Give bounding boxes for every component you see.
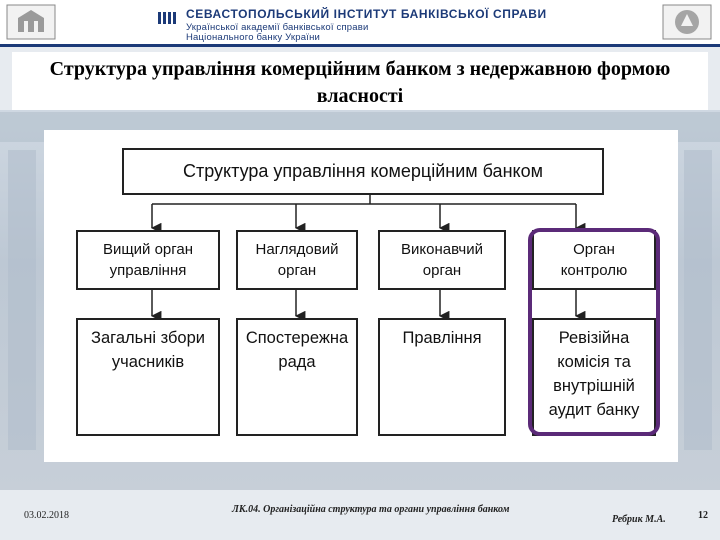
slide-title: Структура управління комерційним банком … — [49, 58, 671, 107]
footer-date: 03.02.2018 — [24, 510, 69, 521]
footer-page-number: 12 — [698, 510, 708, 521]
category-node-supreme: Вищий орган управління — [76, 230, 220, 290]
body-node-supervisory-board: Спостережна рада — [236, 318, 358, 436]
slide-header: СЕВАСТОПОЛЬСЬКИЙ ІНСТИТУТ БАНКІВСЬКОЇ СП… — [0, 0, 720, 44]
body-node-audit-commission: Ревізійна комісія та внутрішній аудит ба… — [532, 318, 656, 436]
category-node-supervisory: Наглядовий орган — [236, 230, 358, 290]
header-divider — [0, 44, 720, 47]
category-node-executive: Виконавчий орган — [378, 230, 506, 290]
right-emblem-icon — [662, 4, 712, 40]
institute-logo-icon — [158, 12, 176, 24]
institute-name: СЕВАСТОПОЛЬСЬКИЙ ІНСТИТУТ БАНКІВСЬКОЇ СП… — [186, 7, 547, 21]
body-node-general-meeting: Загальні збори учасників — [76, 318, 220, 436]
footer-author: Ребрик М.А. — [612, 514, 666, 525]
left-emblem-icon — [6, 4, 56, 40]
title-panel — [12, 52, 708, 110]
footer-lecture-title: ЛК.04. Організаційна структура та органи… — [232, 504, 510, 515]
background-column-right — [684, 150, 712, 450]
background-column-left — [8, 150, 36, 450]
control-group-highlight — [528, 228, 660, 436]
institute-subtitle-2: Національного банку України — [186, 32, 321, 43]
institute-subtitle-1: Української академії банківської справи — [186, 22, 369, 33]
body-node-management-board: Правління — [378, 318, 506, 436]
root-node: Структура управління комерційним банком — [122, 148, 604, 195]
category-node-control: Орган контролю — [532, 230, 656, 290]
